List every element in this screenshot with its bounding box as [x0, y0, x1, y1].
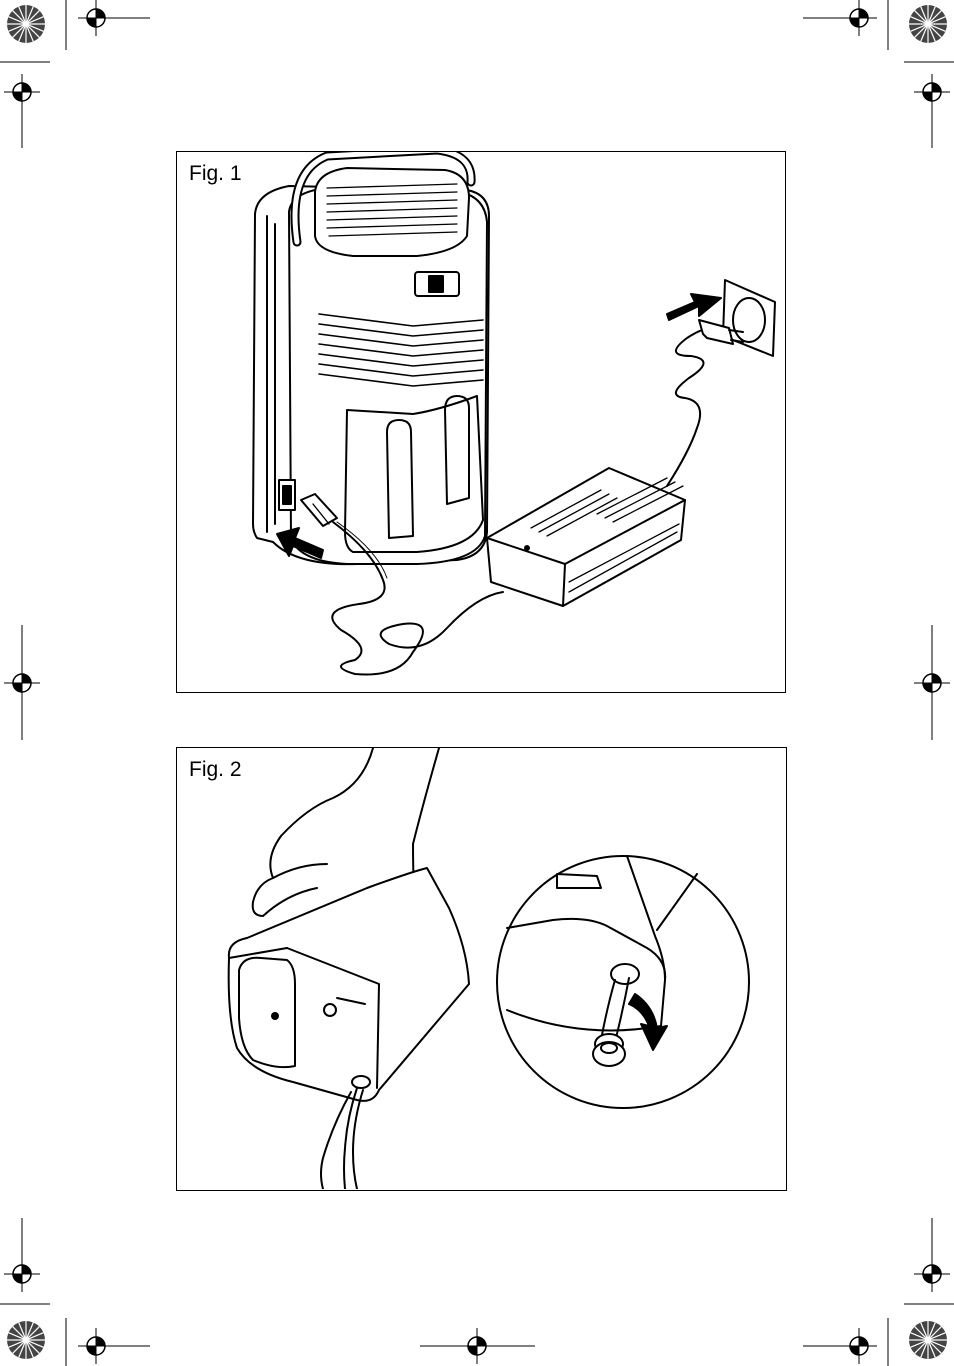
figure-1: Fig. 1 [176, 151, 786, 693]
figure-1-label: Fig. 1 [189, 162, 242, 186]
tank-drain-hose-illustration [177, 748, 785, 1189]
figure-2-label: Fig. 2 [189, 758, 242, 782]
dehumidifier-power-connection-illustration [177, 152, 784, 691]
figure-2: Fig. 2 [176, 747, 787, 1191]
